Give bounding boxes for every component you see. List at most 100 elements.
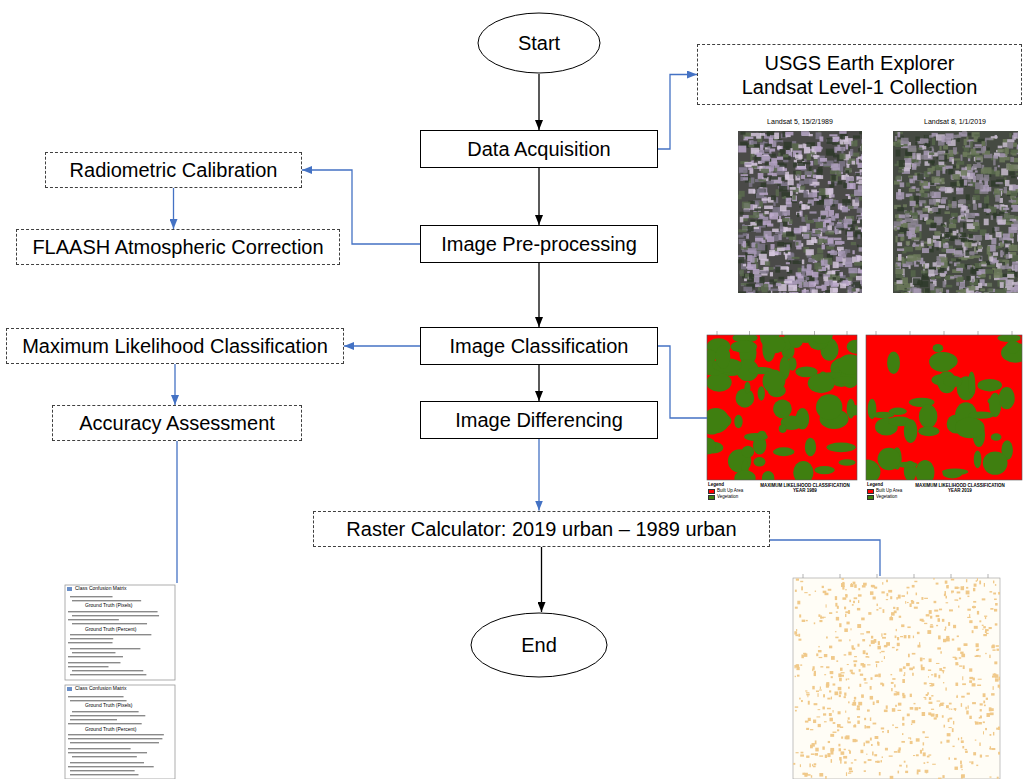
texture-patch [747, 280, 752, 282]
texture-patch [961, 206, 966, 211]
texture-patch [815, 239, 818, 243]
texture-patch [898, 170, 904, 172]
texture-patch [834, 184, 836, 186]
texture-patch [770, 244, 774, 250]
texture-patch [916, 188, 920, 191]
texture-patch [970, 141, 973, 147]
texture-patch [804, 178, 812, 183]
texture-patch [774, 133, 779, 140]
texture-patch [938, 155, 944, 160]
texture-patch [917, 281, 921, 285]
vegetation-patch [757, 431, 766, 440]
change-pixel [814, 622, 815, 624]
texture-patch [738, 146, 746, 153]
texture-patch [956, 188, 963, 194]
vegetation-patch [997, 335, 1021, 342]
texture-patch [990, 207, 997, 209]
texture-patch [743, 233, 747, 236]
texture-patch [860, 156, 862, 160]
texture-patch [1004, 213, 1010, 219]
vegetation-patch [736, 388, 755, 407]
texture-patch [777, 219, 782, 222]
change-pixel [845, 711, 846, 713]
texture-patch [778, 153, 780, 156]
texture-patch [930, 211, 933, 214]
texture-patch [989, 275, 991, 279]
texture-patch [916, 153, 921, 160]
vegetation-patch [758, 386, 765, 400]
vegetation-patch [850, 405, 857, 416]
change-pixel [849, 771, 853, 773]
texture-patch [781, 177, 784, 181]
texture-patch [905, 214, 910, 218]
texture-patch [974, 134, 980, 136]
texture-patch [984, 293, 989, 294]
texture-patch [822, 196, 825, 200]
texture-patch [828, 238, 834, 245]
texture-patch [749, 274, 754, 277]
texture-patch [967, 219, 974, 222]
texture-patch [777, 157, 783, 160]
texture-patch [856, 276, 862, 280]
vegetation-patch [707, 408, 729, 433]
vegetation-patch [974, 450, 982, 468]
texture-patch [1014, 133, 1018, 139]
texture-patch [758, 287, 760, 291]
texture-patch [754, 274, 761, 277]
texture-patch [850, 149, 853, 156]
texture-patch [1004, 187, 1007, 193]
texture-patch [913, 243, 916, 246]
tick-mark [914, 574, 915, 578]
texture-patch [816, 169, 822, 175]
texture-patch [966, 194, 970, 200]
texture-patch [825, 188, 833, 195]
texture-patch [806, 249, 814, 255]
texture-patch [794, 228, 801, 233]
texture-patch [767, 131, 775, 136]
texture-patch [972, 255, 980, 258]
texture-patch [1000, 282, 1004, 288]
texture-patch [837, 276, 840, 280]
vegetation-patch [999, 387, 1015, 409]
texture-patch [942, 167, 945, 174]
vegetation-patch [847, 340, 857, 354]
tick-mark [910, 331, 911, 335]
change-pixel [937, 701, 941, 702]
texture-patch [952, 201, 957, 206]
texture-patch [921, 243, 924, 247]
change-pixel [896, 597, 897, 600]
texture-patch [809, 134, 813, 136]
texture-patch [855, 172, 862, 175]
texture-patch [931, 161, 934, 165]
texture-patch [912, 186, 915, 189]
texture-patch [979, 269, 986, 274]
texture-patch [904, 156, 909, 158]
texture-patch [1011, 224, 1018, 230]
texture-patch [956, 268, 963, 271]
texture-patch [819, 188, 826, 195]
texture-patch [770, 272, 773, 276]
texture-patch [848, 268, 857, 274]
texture-patch [992, 228, 994, 234]
texture-patch [761, 183, 767, 187]
change-pixel [864, 770, 866, 772]
tick-mark [749, 331, 750, 335]
texture-patch [753, 227, 759, 229]
texture-patch [812, 234, 820, 236]
texture-patch [1018, 249, 1019, 252]
texture-patch [743, 215, 749, 218]
vegetation-patch [933, 344, 944, 352]
vegetation-patch [916, 460, 935, 480]
texture-patch [984, 283, 991, 286]
texture-patch [786, 198, 791, 204]
texture-patch [854, 190, 862, 196]
texture-patch [906, 241, 910, 245]
texture-patch [764, 211, 768, 214]
texture-patch [897, 242, 902, 246]
texture-patch [821, 260, 828, 266]
tick-mark [877, 574, 878, 578]
texture-patch [962, 205, 966, 211]
texture-patch [987, 289, 993, 292]
texture-patch [995, 195, 1000, 202]
